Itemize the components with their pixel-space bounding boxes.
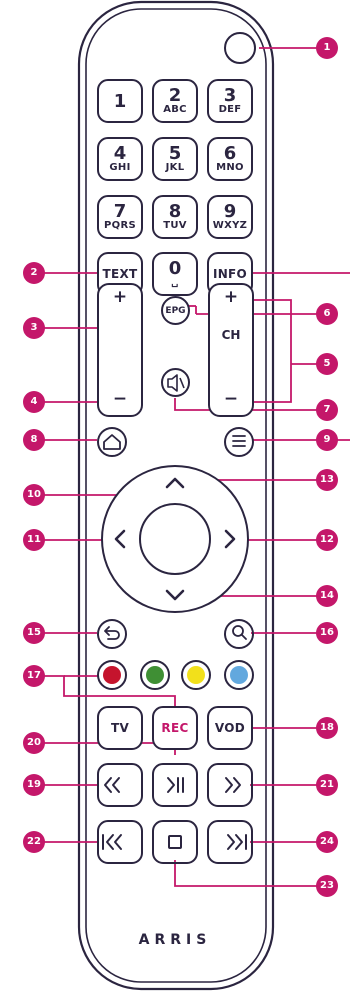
key-7[interactable]: 7 PQRS [97, 195, 143, 239]
callout-15: 15 [23, 622, 45, 644]
menu-button[interactable] [224, 427, 254, 457]
rewind-button[interactable] [97, 763, 143, 807]
callout-21: 21 [316, 774, 338, 796]
skip-back-icon [102, 834, 122, 850]
key-2-letters: ABC [163, 104, 187, 115]
play-pause-icon [167, 777, 184, 793]
key-5[interactable]: 5 JKL [152, 137, 198, 181]
volume-down-label: − [112, 389, 128, 409]
key-0-letters: ␣ [171, 277, 179, 288]
key-6-digit: 6 [223, 143, 237, 164]
callout-5: 5 [316, 353, 338, 375]
key-2-digit: 2 [168, 85, 182, 106]
key-0-digit: 0 [168, 258, 182, 279]
callout-24: 24 [316, 831, 338, 853]
brand-logo: ARRIS [138, 932, 212, 948]
volume-up-label: + [112, 287, 128, 307]
tv-button-label: TV [110, 720, 130, 735]
vod-button-label: VOD [214, 720, 246, 735]
key-4-digit: 4 [113, 143, 127, 164]
ok-button [139, 503, 211, 575]
up-arrow-icon [165, 477, 185, 489]
callout-18: 18 [316, 717, 338, 739]
key-1[interactable]: 1 [97, 79, 143, 123]
callout-14: 14 [316, 585, 338, 607]
fast-forward-icon [225, 777, 241, 793]
tv-button[interactable]: TV [97, 706, 143, 750]
callout-2: 2 [23, 262, 45, 284]
fast-forward-button[interactable] [207, 763, 253, 807]
callout-17: 17 [23, 665, 45, 687]
rewind-icon [104, 777, 120, 793]
callout-7: 7 [316, 399, 338, 421]
key-3[interactable]: 3 DEF [207, 79, 253, 123]
channel-down-label: − [223, 389, 239, 409]
key-7-letters: PQRS [104, 220, 136, 231]
callout-12: 12 [316, 529, 338, 551]
key-6[interactable]: 6 MNO [207, 137, 253, 181]
home-button[interactable] [97, 427, 127, 457]
callout-13: 13 [316, 469, 338, 491]
key-1-digit: 1 [113, 90, 127, 112]
stop-icon [168, 835, 182, 849]
mute-button[interactable] [161, 368, 190, 397]
key-4-letters: GHI [109, 162, 131, 173]
right-arrow-icon [224, 529, 236, 549]
back-button[interactable] [97, 619, 127, 649]
callout-4: 4 [23, 391, 45, 413]
power-button[interactable] [224, 32, 256, 64]
key-3-letters: DEF [218, 104, 242, 115]
green-key-dot [146, 666, 164, 684]
callout-16: 16 [316, 622, 338, 644]
key-4[interactable]: 4 GHI [97, 137, 143, 181]
leader-lines [38, 47, 350, 887]
down-arrow-icon [165, 589, 185, 601]
key-0[interactable]: 0 ␣ [152, 252, 198, 296]
skip-forward-icon [227, 834, 247, 850]
search-button[interactable] [224, 619, 254, 649]
callout-6: 6 [316, 303, 338, 325]
volume-rocker[interactable] [97, 283, 143, 417]
callout-10: 10 [23, 484, 45, 506]
channel-label: CH [221, 328, 241, 342]
callout-3: 3 [23, 317, 45, 339]
key-9-digit: 9 [223, 201, 237, 222]
info-button-label: INFO [212, 266, 248, 281]
key-5-letters: JKL [165, 162, 185, 173]
callout-11: 11 [23, 529, 45, 551]
key-9[interactable]: 9 WXYZ [207, 195, 253, 239]
stop-button[interactable] [152, 820, 198, 864]
callout-8: 8 [23, 429, 45, 451]
callout-23: 23 [316, 875, 338, 897]
key-9-letters: WXYZ [212, 220, 248, 231]
channel-rocker[interactable] [208, 283, 254, 417]
play-pause-button[interactable] [152, 763, 198, 807]
key-2[interactable]: 2 ABC [152, 79, 198, 123]
key-8-letters: TUV [163, 220, 187, 231]
rec-button-label: REC [161, 720, 189, 735]
epg-label: EPG [165, 306, 186, 316]
callout-19: 19 [23, 774, 45, 796]
skip-forward-button[interactable] [207, 820, 253, 864]
blue-key-dot [230, 666, 248, 684]
text-button-label: TEXT [102, 266, 138, 281]
callout-20: 20 [23, 732, 45, 754]
epg-button[interactable] [161, 296, 190, 325]
key-5-digit: 5 [168, 143, 182, 164]
key-3-digit: 3 [223, 85, 237, 106]
channel-up-label: + [223, 287, 239, 307]
key-7-digit: 7 [113, 201, 127, 222]
left-arrow-icon [114, 529, 126, 549]
callout-1: 1 [316, 37, 338, 59]
yellow-key-dot [187, 666, 205, 684]
key-8-digit: 8 [168, 201, 182, 222]
vod-button[interactable]: VOD [207, 706, 253, 750]
skip-back-button[interactable] [97, 820, 143, 864]
key-8[interactable]: 8 TUV [152, 195, 198, 239]
rec-button[interactable]: REC [152, 706, 198, 750]
callout-22: 22 [23, 831, 45, 853]
key-6-letters: MNO [216, 162, 244, 173]
red-key-dot [103, 666, 121, 684]
callout-9: 9 [316, 429, 338, 451]
